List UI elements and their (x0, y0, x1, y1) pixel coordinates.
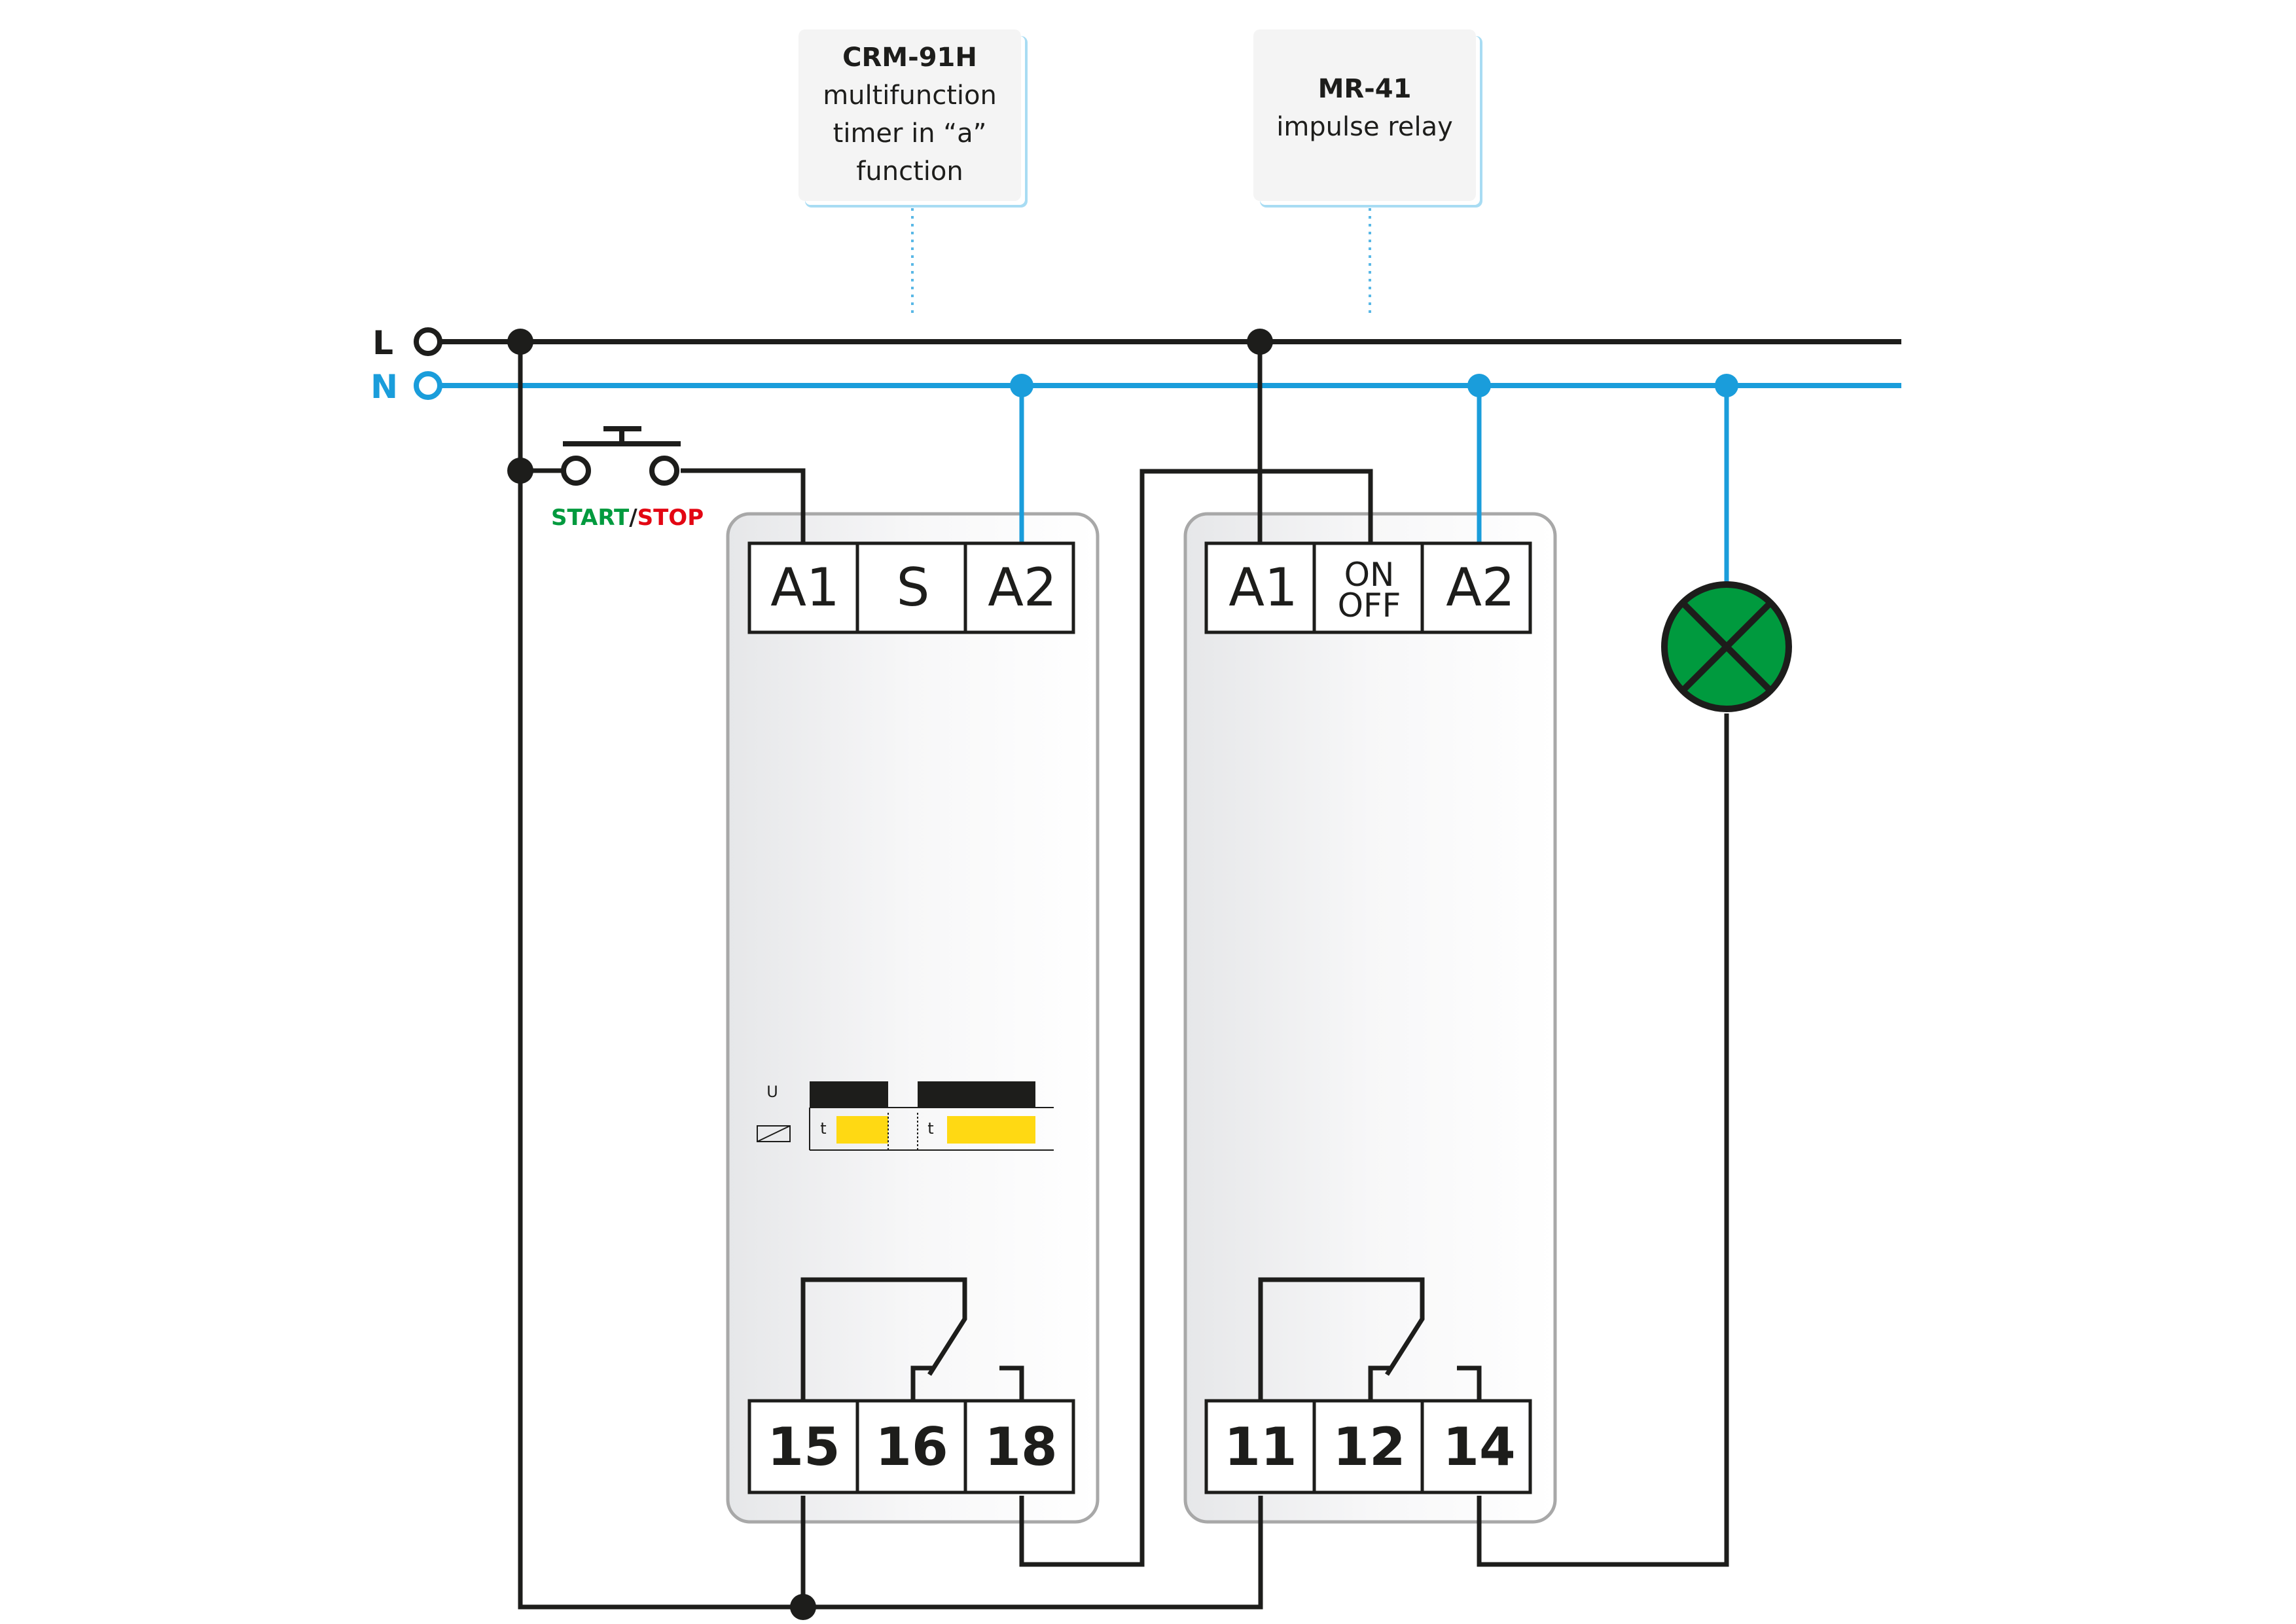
timer-terminal-a2: A2 (988, 557, 1057, 618)
junction-bottom (790, 1594, 816, 1620)
relay-terminal-a2: A2 (1446, 557, 1515, 618)
relay-terminal-12: 12 (1333, 1416, 1405, 1477)
relay-contact-symbol (1258, 1277, 1482, 1401)
junction-button (507, 458, 533, 484)
relay-terminal-14: 14 (1443, 1416, 1515, 1477)
start-stop-label: START/STOP (551, 505, 704, 531)
timer-terminal-15: 15 (767, 1416, 840, 1477)
n-line-label: N (370, 368, 398, 406)
relay-description: impulse relay (1276, 112, 1453, 142)
slash-label: / (629, 505, 637, 531)
n-terminal (414, 371, 442, 400)
junction-n-timer (1010, 374, 1033, 397)
timer-terminal-16: 16 (875, 1416, 948, 1477)
wire-timer-18-to-relay-onoff (1019, 469, 1373, 1567)
timer-contact-symbol (800, 1277, 1024, 1401)
lamp-icon (1661, 581, 1792, 712)
timer-bottom-terminal-block: 15 16 18 (747, 1399, 1075, 1494)
timer-terminal-a1: A1 (770, 557, 840, 618)
stop-label: STOP (637, 505, 704, 531)
timer-terminal-s: S (897, 557, 930, 618)
wire-l-to-common-loop (518, 342, 1263, 1610)
junction-l-relay (1247, 329, 1273, 355)
junction-n-lamp (1715, 374, 1738, 397)
start-stop-push-button (561, 426, 681, 486)
timer-module-body (726, 512, 1100, 1524)
timing-t-label-1: t (820, 1119, 826, 1138)
relay-coil-icon (757, 1125, 791, 1142)
relay-terminal-11: 11 (1224, 1416, 1297, 1477)
relay-terminal-a1: A1 (1229, 557, 1298, 618)
timing-t-label-2: t (927, 1119, 933, 1138)
wire-relay-14-to-lamp (1477, 713, 1729, 1567)
relay-terminal-off: OFF (1338, 586, 1401, 624)
timer-label-box: CRM-91H multifunction timer in “a” funct… (798, 29, 1021, 201)
l-line-label: L (372, 324, 393, 362)
junction-n-relay (1467, 374, 1491, 397)
timer-top-terminal-block: A1 S A2 (747, 541, 1075, 634)
timer-timing-chart: U t t (757, 1081, 1054, 1151)
relay-top-terminal-block: A1 ON OFF A2 (1204, 541, 1532, 634)
relay-model: MR-41 (1318, 74, 1412, 104)
timer-terminal-18: 18 (984, 1416, 1057, 1477)
timing-u-label: U (766, 1083, 778, 1101)
start-label: START (551, 505, 630, 531)
l-terminal (414, 327, 442, 356)
relay-label-box: MR-41 impulse relay (1253, 29, 1476, 201)
relay-terminal-on: ON (1344, 556, 1395, 594)
junction-l-left (507, 329, 533, 355)
timer-description: multifunction timer in “a” function (823, 81, 997, 187)
relay-bottom-terminal-block: 11 12 14 (1204, 1399, 1532, 1494)
timer-model: CRM-91H (842, 43, 977, 73)
